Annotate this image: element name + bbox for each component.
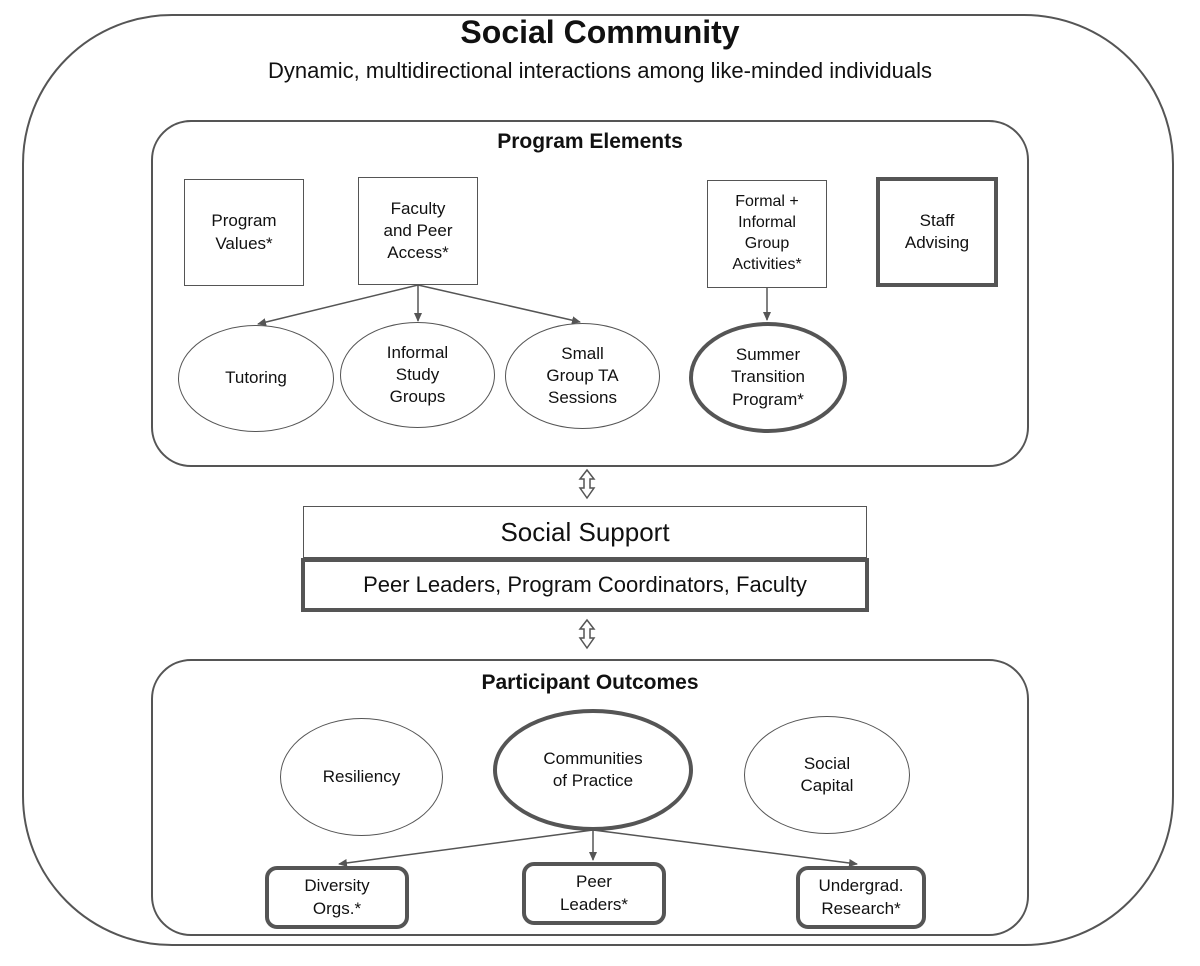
social-support-providers: Peer Leaders, Program Coordinators, Facu… <box>301 558 869 612</box>
diagram-title: Social Community <box>460 14 740 50</box>
social-support-title: Social Support <box>303 506 867 558</box>
tutoring-ellipse: Tutoring <box>178 325 334 432</box>
communities-of-practice-ellipse: Communities of Practice <box>493 709 693 831</box>
social-community-frame <box>22 14 1174 946</box>
program-elements-panel: Program Elements <box>151 120 1029 467</box>
arrow-access-to-tutoring <box>257 284 419 326</box>
double-arrow-top <box>578 468 596 500</box>
program-elements-title: Program Elements <box>497 130 683 153</box>
peer-leaders-box: Peer Leaders* <box>522 862 666 925</box>
informal-study-groups-ellipse: Informal Study Groups <box>340 322 495 428</box>
diversity-orgs-box: Diversity Orgs.* <box>265 866 409 929</box>
undergrad-research-box: Undergrad. Research* <box>796 866 926 929</box>
diagram-subtitle: Dynamic, multidirectional interactions a… <box>268 58 932 83</box>
group-activities-box: Formal + Informal Group Activities* <box>707 180 827 288</box>
faculty-peer-access-box: Faculty and Peer Access* <box>358 177 478 285</box>
arrow-access-to-ta-sessions <box>417 284 581 325</box>
arrow-cop-to-research <box>592 829 858 867</box>
participant-outcomes-panel: Participant Outcomes <box>151 659 1029 936</box>
double-arrow-bottom <box>578 618 596 650</box>
social-capital-ellipse: Social Capital <box>744 716 910 834</box>
arrow-cop-to-diversity <box>338 829 594 867</box>
summer-transition-ellipse: Summer Transition Program* <box>689 322 847 433</box>
program-values-box: Program Values* <box>184 179 304 286</box>
participant-outcomes-title: Participant Outcomes <box>481 671 699 694</box>
staff-advising-box: Staff Advising <box>876 177 998 287</box>
resiliency-ellipse: Resiliency <box>280 718 443 836</box>
small-group-ta-ellipse: Small Group TA Sessions <box>505 323 660 429</box>
